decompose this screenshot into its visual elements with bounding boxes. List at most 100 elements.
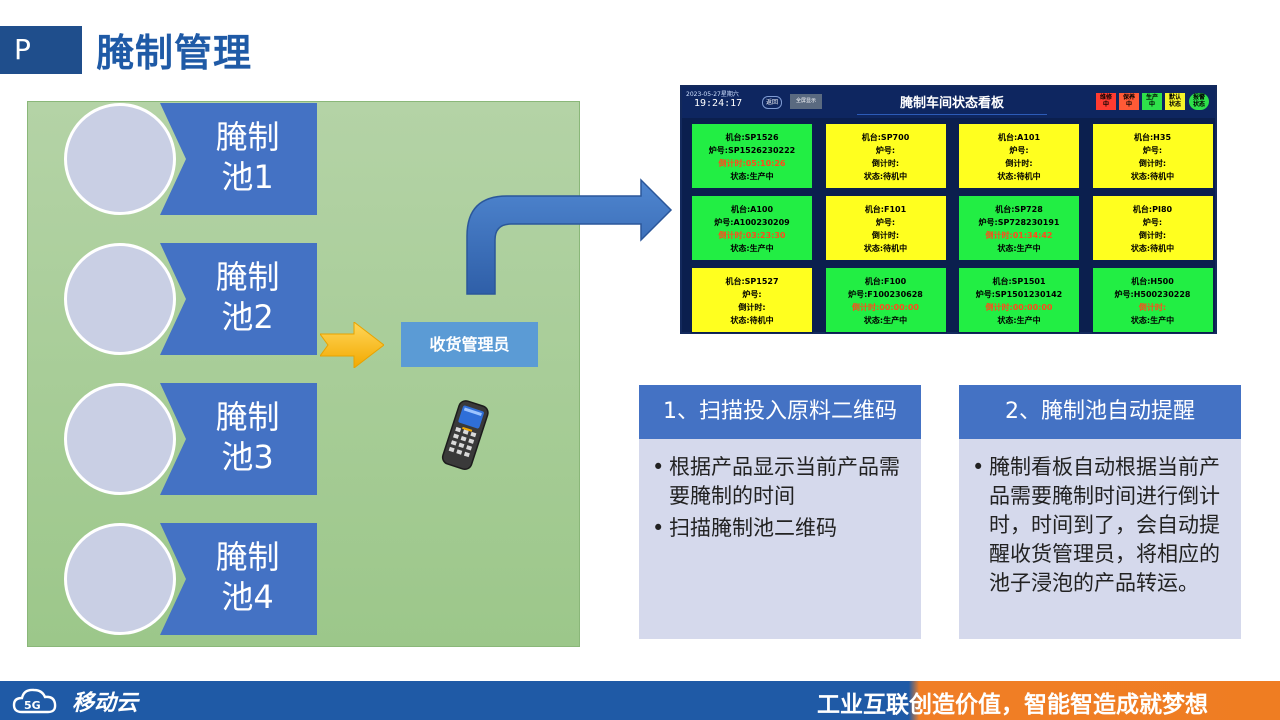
countdown-timer: 倒计时: [871, 159, 900, 168]
pool-label: 腌制 池1 [160, 103, 317, 215]
pool-circle [64, 103, 176, 215]
countdown-timer: 倒计时: [1138, 231, 1167, 240]
dashboard-legend-badge: 保养中 [1119, 93, 1139, 110]
footer-logo-text: 移动云 [72, 691, 139, 716]
list-item: 根据产品显示当前产品需要腌制的时间 [647, 453, 903, 511]
machine-status: 状态:待机中 [863, 244, 908, 253]
dashboard-legend-badge: 报警状态 [1189, 93, 1209, 110]
machine-id: 机台:A101 [997, 133, 1041, 142]
pool-item-2: 腌制 池2 [64, 243, 317, 355]
machine-card[interactable]: 机台:PI80 炉号: 倒计时: 状态:待机中 [1091, 195, 1214, 261]
machine-status: 状态:生产中 [997, 316, 1041, 325]
furnace-number: 炉号:SP728230191 [978, 218, 1060, 227]
furnace-number: 炉号: [875, 218, 896, 227]
furnace-number: 炉号: [1009, 146, 1029, 155]
card-title: 1、扫描投入原料二维码 [639, 385, 921, 439]
machine-id: 机台:H35 [1133, 133, 1172, 142]
barcode-scanner-icon [441, 400, 489, 470]
footer-slogan: 工业互联创造价值，智能智造成就梦想 [817, 692, 1208, 718]
dashboard-time: 19:24:17 [694, 98, 743, 109]
card-title: 2、腌制池自动提醒 [959, 385, 1241, 439]
machine-card[interactable]: 机台:F101 炉号: 倒计时: 状态:待机中 [824, 195, 947, 261]
countdown-timer: 倒计时:00:00:00 [985, 303, 1053, 312]
machine-id: 机台:SP1501 [992, 277, 1046, 286]
dashboard-date: 2023-05-27星期六 [686, 91, 739, 98]
receiver-box: 收货管理员 [401, 322, 538, 367]
machine-status: 状态:待机中 [730, 316, 774, 325]
countdown-timer: 倒计时:01:34:42 [985, 231, 1053, 240]
list-item: 腌制看板自动根据当前产品需要腌制时间进行倒计时，时间到了，会自动提醒收货管理员，… [967, 453, 1223, 598]
machine-status: 状态:生产中 [1130, 316, 1175, 325]
footer-logo: 5G 移动云 [12, 685, 138, 717]
countdown-timer: 倒计时: [871, 231, 900, 240]
card-list: 腌制看板自动根据当前产品需要腌制时间进行倒计时，时间到了，会自动提醒收货管理员，… [959, 439, 1241, 598]
arrow-right-icon [320, 322, 384, 368]
workshop-dashboard: 2023-05-27星期六 19:24:17 返回 全屏显示 腌制车间状态看板 … [680, 85, 1217, 334]
dashboard-legend-badge: 维修中 [1096, 93, 1116, 110]
furnace-number: 炉号:H500230228 [1114, 290, 1191, 299]
furnace-number: 炉号:A100230209 [714, 218, 790, 227]
dashboard-back-button[interactable]: 返回 [762, 96, 782, 109]
pool-label-line1: 腌制 [215, 118, 280, 156]
pool-item-1: 腌制 池1 [64, 103, 317, 215]
card-list: 根据产品显示当前产品需要腌制的时间 扫描腌制池二维码 [639, 439, 921, 543]
furnace-number: 炉号: [742, 290, 762, 299]
machine-card[interactable]: 机台:SP1501 炉号:SP1501230142 倒计时:00:00:00 状态:生… [958, 267, 1080, 333]
pool-label-line2: 池4 [221, 578, 274, 616]
pool-panel: 腌制 池1 腌制 池2 腌制 池3 腌制 池4 [27, 101, 580, 647]
countdown-timer: 倒计时:05:10:26 [718, 159, 786, 168]
countdown-timer: 倒计时:00:00:00 [852, 303, 919, 312]
dashboard-title: 腌制车间状态看板 [857, 92, 1047, 115]
legend-line1: 报警 [1192, 94, 1205, 101]
page-title: 腌制管理 [96, 31, 253, 75]
legend-line2: 状态 [1168, 101, 1181, 108]
furnace-number: 炉号:SP1501230142 [975, 290, 1063, 299]
cloud-5g-icon: 5G [12, 688, 57, 714]
machine-status: 状态:待机中 [1130, 244, 1175, 253]
furnace-number: 炉号:SP1526230222 [708, 146, 796, 155]
countdown-timer: 倒计时: [1005, 159, 1033, 168]
legend-line2: 状态 [1192, 101, 1205, 108]
machine-status: 状态:待机中 [863, 172, 908, 181]
dashboard-legend-badge: 生产中 [1142, 93, 1162, 110]
countdown-timer: 倒计时: [1138, 159, 1167, 168]
machine-id: 机台:PI80 [1132, 205, 1173, 214]
pool-label-line1: 腌制 [215, 538, 280, 576]
machine-card[interactable]: 机台:H35 炉号: 倒计时: 状态:待机中 [1091, 123, 1214, 189]
legend-line2: 中 [1125, 101, 1132, 108]
pool-label-line2: 池2 [221, 298, 274, 336]
machine-id: 机台:F101 [864, 205, 907, 214]
machine-status: 状态:生产中 [730, 244, 774, 253]
legend-line1: 默认 [1168, 94, 1181, 101]
machine-status: 状态:待机中 [1130, 172, 1175, 181]
pool-item-3: 腌制 池3 [64, 383, 317, 495]
pool-item-4: 腌制 池4 [64, 523, 317, 635]
legend-line1: 维修 [1099, 94, 1112, 101]
pool-label-line2: 池3 [221, 438, 274, 476]
furnace-number: 炉号:F100230628 [848, 290, 923, 299]
furnace-number: 炉号: [875, 146, 896, 155]
furnace-number: 炉号: [1142, 146, 1163, 155]
svg-text:5G: 5G [24, 699, 41, 712]
countdown-timer: 倒计时: [1138, 303, 1167, 312]
pool-label-line2: 池1 [221, 158, 274, 196]
pool-label-line1: 腌制 [215, 258, 280, 296]
pool-circle [64, 243, 176, 355]
footer-bar: 5G 移动云 工业互联创造价值，智能智造成就梦想 [0, 681, 1280, 720]
dashboard-fullscreen-button[interactable]: 全屏显示 [790, 94, 822, 109]
pool-label: 腌制 池2 [160, 243, 317, 355]
pool-label-line1: 腌制 [215, 398, 280, 436]
furnace-number: 炉号: [1142, 218, 1163, 227]
dashboard-header: 2023-05-27星期六 19:24:17 返回 全屏显示 腌制车间状态看板 … [682, 87, 1215, 118]
machine-id: 机台:A100 [730, 205, 774, 214]
machine-id: 机台:SP728 [995, 205, 1043, 214]
